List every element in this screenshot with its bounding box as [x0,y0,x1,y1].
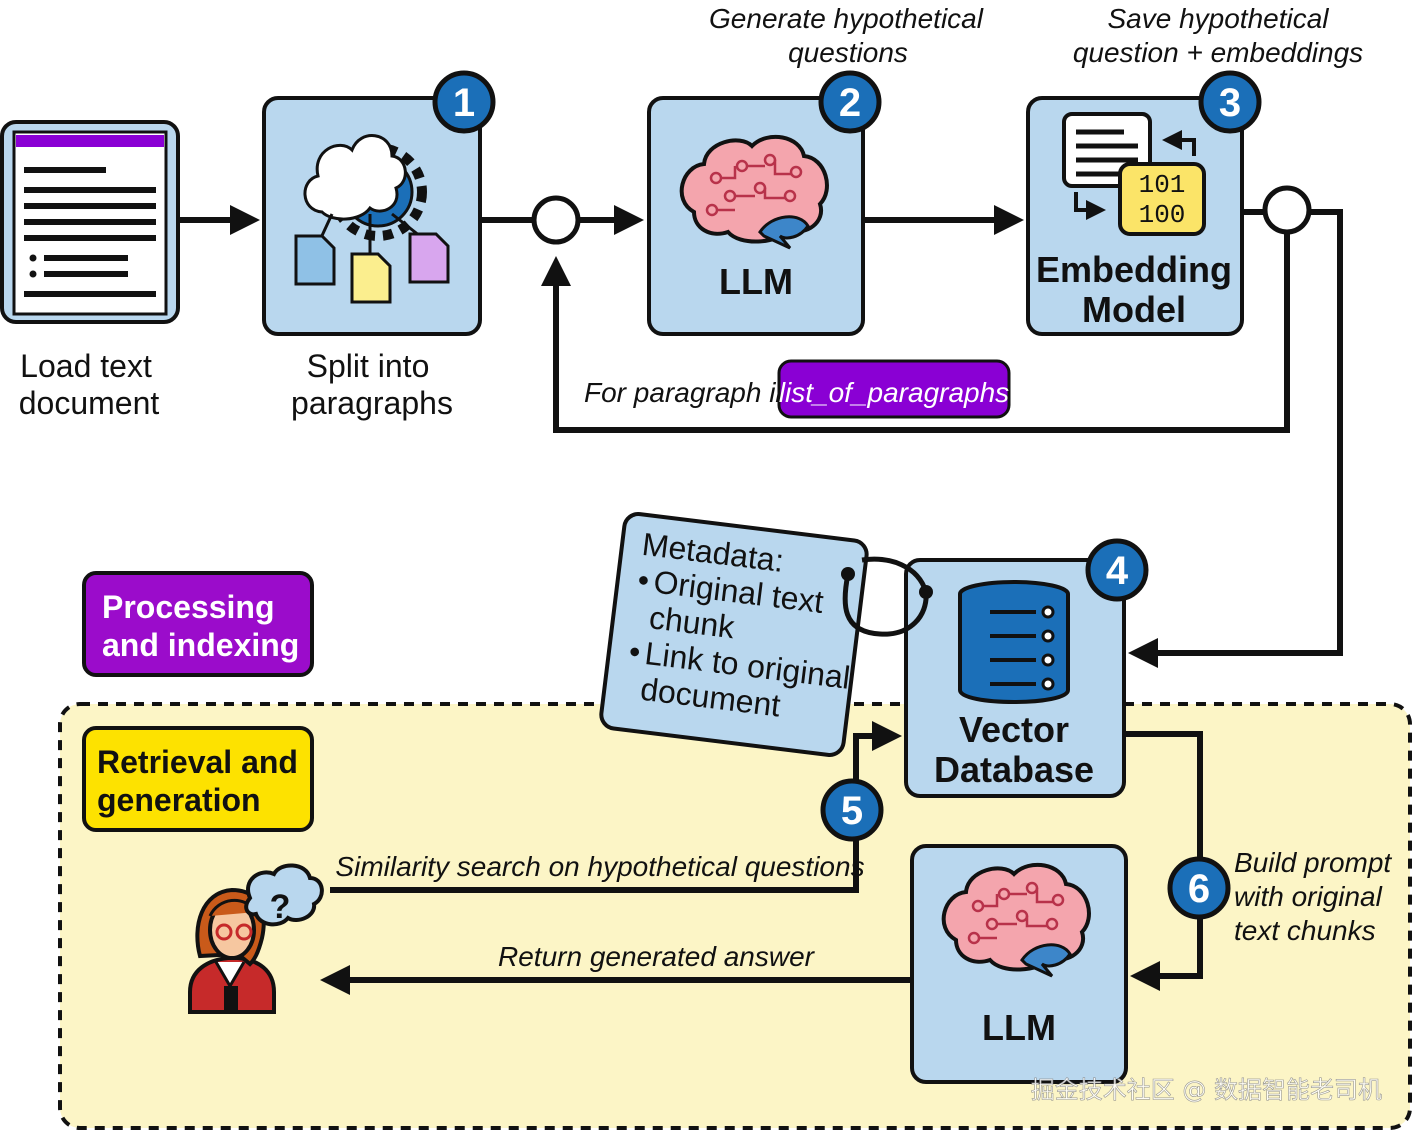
legend-retrieval: Retrieval and generation [82,726,314,832]
search-label: Similarity search on hypothetical questi… [335,851,864,882]
database-icon [958,580,1070,704]
binary-line1: 101 [1139,170,1186,200]
svg-text:5: 5 [841,789,863,833]
load-label-line1: Load text [20,348,152,384]
split-label-line1: Split into [307,348,430,384]
brain-icon-top [679,135,829,250]
generate-caption-line2: questions [788,37,908,68]
loop-variable-badge [777,359,1011,419]
loop-junction-left [531,195,581,245]
badge-1: 1 [432,70,496,134]
loop-prefix: For paragraph in [584,377,791,408]
generate-caption-line1: Generate hypothetical [709,3,984,34]
legend-processing-line2: and indexing [102,627,299,663]
brain-icon-bottom [941,863,1091,978]
svg-text:1: 1 [453,81,475,125]
legend-processing-line1: Processing [102,589,275,625]
save-caption-line2: question + embeddings [1073,37,1363,68]
metadata-link [841,556,933,637]
embedding-label-line1: Embedding [1036,249,1232,290]
top-flow [180,205,1343,668]
binary-line2: 100 [1139,200,1186,230]
badge-3: 3 [1198,70,1262,134]
legend-retrieval-line2: generation [97,782,261,818]
split-label-line2: paragraphs [291,385,453,421]
watermark: 掘金技术社区 @ 数据智能老司机 [1031,1076,1382,1104]
document-icon [0,120,180,324]
loop-junction-right [1262,185,1312,235]
badge-6: 6 [1167,856,1231,920]
metadata-bullet-1: • [636,562,652,599]
loop-variable: list_of_paragraphs [779,377,1009,408]
load-label-line2: document [19,385,160,421]
badge-4: 4 [1085,538,1149,602]
badge-2: 2 [818,70,882,134]
svg-text:4: 4 [1106,549,1129,593]
prompt-label-line3: text chunks [1234,915,1376,946]
embedding-icon: 101 100 [1062,112,1206,236]
save-caption-line1: Save hypothetical [1107,3,1329,34]
legend-retrieval-line1: Retrieval and [97,744,298,780]
llm-top-label: LLM [719,261,793,302]
svg-text:2: 2 [839,81,861,125]
svg-text:3: 3 [1219,81,1241,125]
question-mark: ? [270,888,291,926]
legend-processing: Processing and indexing [82,571,314,677]
prompt-label-line1: Build prompt [1234,847,1392,878]
metadata-bullet-2: • [627,633,643,670]
vector-db-label-line1: Vector [959,709,1069,750]
metadata-card: Metadata: • Original text chunk • Link t… [599,512,869,757]
prompt-label-line2: with original [1234,881,1383,912]
vector-db-label-line2: Database [934,749,1094,790]
llm-bottom-label: LLM [982,1007,1056,1048]
svg-text:6: 6 [1188,867,1210,911]
split-icon [294,134,450,304]
user-icon: ? [188,863,324,1014]
badge-5: 5 [820,778,884,842]
embedding-label-line2: Model [1082,289,1186,330]
answer-label: Return generated answer [498,941,816,972]
